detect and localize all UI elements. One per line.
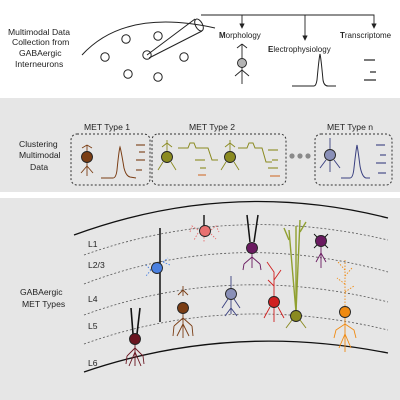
middle-panel-bg [0,98,400,192]
bottom-label-line-1: GABAergic [20,287,63,297]
top-title-line-2: Collection from [12,37,69,47]
neuron-darkpurple-l1 [313,233,329,268]
met-type-1-label: MET Type 1 [84,122,130,132]
neuron-lavender-l4 [221,276,241,317]
met-type-n-box [314,133,393,186]
bottom-panel: GABAergic MET Types L1 L2/3 L4 L5 L6 [0,198,400,400]
neuron-salmon-l1 [189,215,220,242]
neuron-orange-l5 [333,260,357,352]
layer-label-l5: L5 [88,321,98,331]
neuron-purple-l23 [242,214,262,271]
type-n-bars-icon [376,144,386,174]
neuron-red-l4 [263,261,285,322]
top-title-line-1: Multimodal Data [8,27,70,37]
layer-boundaries [83,224,389,345]
type-2-ephys-icon-b [238,142,272,163]
met-type-n-label: MET Type n [327,122,373,132]
middle-panel: Clustering Multimodal Data MET Type 1 ME… [0,98,400,192]
top-panel: Multimodal Data Collection from GABAergi… [8,14,392,87]
met-type-2-label: MET Type 2 [189,122,235,132]
type-2-ephys-icon-a [178,142,218,161]
neuron-blue-l23 [145,228,171,322]
layer-label-l23: L2/3 [88,260,105,270]
layer-label-l1: L1 [88,239,98,249]
top-title-line-4: Interneurons [15,59,63,69]
middle-label-line-2: Multimodal [19,150,61,160]
type-2-bars-icon [195,149,280,177]
transcriptome-label: Transcriptome [340,31,392,40]
ephys-trace-icon [292,53,336,87]
met-type-1-box [70,133,151,186]
type-2-neuron-icon-a [157,140,177,171]
type-1-ephys-icon [101,145,137,179]
type-n-neuron-icon [319,138,341,172]
bottom-label-line-2: MET Types [22,299,65,309]
type-1-bars-icon [136,144,145,171]
arrow-to-transcriptome [305,14,377,29]
morphology-label: Morphology [219,31,261,40]
neuron-darkred-l6 [125,307,145,367]
middle-label-line-1: Clustering [19,139,58,149]
pipette-icon [146,18,204,59]
transcriptome-bars-icon [364,59,376,81]
layer-label-l6: L6 [88,358,98,368]
type-n-ephys-icon [341,144,370,179]
pia-boundary [73,200,389,236]
top-title-line-3: GABAergic [19,48,62,58]
ellipsis-icon [289,153,311,159]
neuron-green-l5 [283,219,307,329]
type-2-neuron-icon-b [220,140,240,171]
middle-label-line-3: Data [30,162,48,172]
tissue-arc [81,21,216,56]
cell-circles [100,31,189,82]
patched-cell [142,50,152,60]
type-1-neuron-icon [80,144,94,176]
morphology-neuron-icon [234,43,250,84]
white-matter-boundary [83,340,389,373]
layer-label-l4: L4 [88,294,98,304]
met-type-2-box [151,133,287,186]
neuron-brown-l5 [172,286,194,338]
electrophysiology-label: Electrophysiology [268,45,331,54]
